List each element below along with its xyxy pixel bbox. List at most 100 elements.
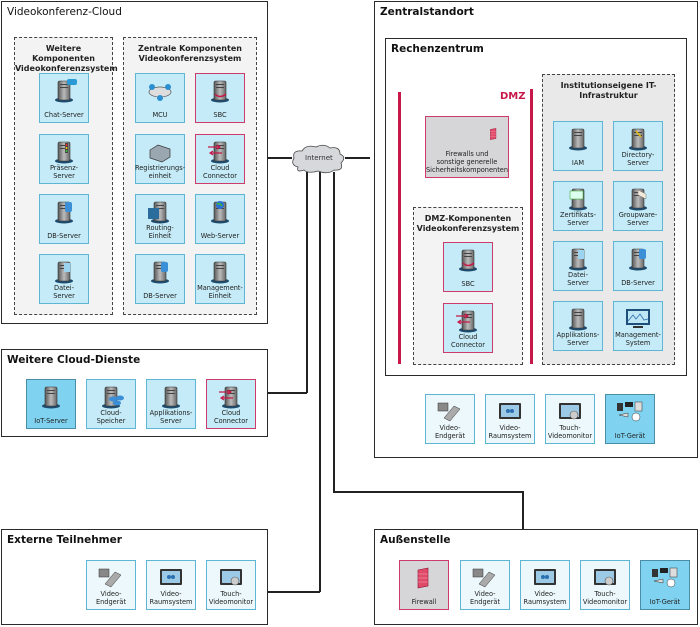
tile-label: Datei- Server bbox=[567, 271, 589, 287]
file-server-icon bbox=[564, 247, 592, 271]
tile-label: SBC bbox=[461, 280, 475, 288]
connector-internet-cloud-dienste-h bbox=[268, 392, 307, 394]
tile-label: Cloud Connector bbox=[213, 409, 248, 425]
aussenstelle-title: Außenstelle bbox=[380, 534, 451, 546]
registration-unit-icon bbox=[149, 144, 171, 163]
tile-touch-video-monitor-aussen[interactable]: Touch- Videomonitor bbox=[580, 560, 630, 610]
tile-management-unit[interactable]: Management- Einheit bbox=[195, 254, 245, 304]
connector-cloud-internet bbox=[268, 157, 292, 159]
database-server-icon bbox=[624, 247, 652, 271]
tile-iot-server[interactable]: IoT-Server bbox=[26, 379, 76, 429]
tile-groupware-server[interactable]: Groupware- Server bbox=[613, 181, 663, 231]
file-server-icon bbox=[50, 260, 78, 284]
tile-cloud-connector-dmz[interactable]: Cloud Connector bbox=[443, 303, 493, 353]
tile-label: Video- Endgerät bbox=[95, 590, 127, 606]
tile-firewall-aussen[interactable]: Firewall bbox=[399, 560, 449, 610]
tile-routing-unit[interactable]: Routing- Einheit bbox=[135, 194, 185, 244]
weitere-cloud-dienste-box: Weitere Cloud-Dienste IoT-Server Cloud- … bbox=[1, 349, 268, 437]
rechenzentrum-title: Rechenzentrum bbox=[391, 43, 484, 55]
connector-aussen-drop bbox=[522, 491, 524, 529]
dmz-right-boundary bbox=[530, 89, 533, 364]
tile-video-room-system-zentral[interactable]: Video- Raumsystem bbox=[485, 394, 535, 444]
internet-cloud-icon bbox=[292, 144, 345, 174]
tile-label: Directory- Server bbox=[621, 151, 655, 167]
routing-unit-icon bbox=[148, 200, 174, 224]
chat-server-icon bbox=[50, 79, 77, 103]
web-server-icon bbox=[206, 201, 234, 224]
zentralstandort-title: Zentralstandort bbox=[380, 6, 474, 18]
tile-sbc[interactable]: SBC bbox=[195, 73, 245, 123]
tile-touch-video-monitor[interactable]: Touch- Videomonitor bbox=[206, 560, 256, 610]
tile-video-endpoint[interactable]: Video- Endgerät bbox=[86, 560, 136, 610]
tile-label: IoT-Server bbox=[34, 417, 68, 425]
tile-directory-server[interactable]: Directory- Server bbox=[613, 121, 663, 171]
zentrale-komponenten-group: Zentrale Komponenten Videokonferenzsyste… bbox=[123, 37, 257, 315]
tile-db-server-it[interactable]: DB-Server bbox=[613, 241, 663, 291]
video-endpoint-icon bbox=[472, 568, 496, 588]
application-server-icon bbox=[157, 385, 185, 409]
tile-certificate-server[interactable]: Zertifikats- Server bbox=[553, 181, 603, 231]
tile-label: DB-Server bbox=[621, 279, 655, 287]
tile-label: Applikations- Server bbox=[556, 331, 600, 347]
firewall-icon bbox=[417, 567, 429, 589]
tile-iot-device-aussen[interactable]: IoT-Gerät bbox=[640, 560, 690, 610]
connector-internet-aussen-h bbox=[333, 491, 523, 493]
tile-video-endpoint-aussen[interactable]: Video- Endgerät bbox=[460, 560, 510, 610]
directory-server-icon bbox=[624, 127, 652, 151]
cloud-storage-icon bbox=[97, 385, 124, 409]
zentrale-komponenten-title: Zentrale Komponenten Videokonferenzsyste… bbox=[138, 44, 242, 63]
tile-label: Routing- Einheit bbox=[146, 224, 174, 240]
iot-server-icon bbox=[37, 385, 65, 409]
tile-label: Video- Raumsystem bbox=[488, 424, 532, 440]
tile-mcu[interactable]: MCU bbox=[135, 73, 185, 123]
weitere-komponenten-group: Weitere Komponenten Videokonferenzsystem… bbox=[14, 37, 118, 315]
video-room-system-icon bbox=[534, 569, 556, 585]
dmz-label: DMZ bbox=[500, 91, 526, 102]
zentralstandort-box: Zentralstandort Rechenzentrum DMZ Firewa… bbox=[374, 1, 698, 458]
tile-file-server-it[interactable]: Datei- Server bbox=[553, 241, 603, 291]
tile-video-endpoint-zentral[interactable]: Video- Endgerät bbox=[425, 394, 475, 444]
tile-db-server[interactable]: DB-Server bbox=[39, 194, 89, 244]
tile-iot-device-zentral[interactable]: IoT-Gerät bbox=[605, 394, 655, 444]
tile-db-server-central[interactable]: DB-Server bbox=[135, 254, 185, 304]
tile-label: Management- System bbox=[615, 331, 661, 347]
tile-sbc-dmz[interactable]: SBC bbox=[443, 242, 493, 292]
tile-video-room-system[interactable]: Video- Raumsystem bbox=[146, 560, 196, 610]
management-unit-icon bbox=[206, 260, 234, 284]
video-endpoint-icon bbox=[437, 402, 461, 422]
tile-file-server[interactable]: Datei- Server bbox=[39, 254, 89, 304]
presence-server-icon bbox=[50, 140, 78, 164]
tile-iam[interactable]: IAM bbox=[553, 121, 603, 171]
tile-management-system[interactable]: Management- System bbox=[613, 301, 663, 351]
iot-device-icon bbox=[652, 567, 678, 588]
connector-internet-extern-v bbox=[319, 172, 321, 592]
tile-cloud-connector-dienste[interactable]: Cloud Connector bbox=[206, 379, 256, 429]
tile-label: Video- Raumsystem bbox=[523, 590, 567, 606]
firewall-icon bbox=[490, 128, 497, 140]
tile-video-room-system-aussen[interactable]: Video- Raumsystem bbox=[520, 560, 570, 610]
tile-label: Präsenz- Server bbox=[49, 164, 79, 180]
tile-registration-unit[interactable]: Registrierungs- einheit bbox=[135, 134, 185, 184]
tile-application-server[interactable]: Applikations- Server bbox=[146, 379, 196, 429]
tile-cloud-connector[interactable]: Cloud Connector bbox=[195, 134, 245, 184]
tile-label: DB-Server bbox=[143, 292, 177, 300]
sbc-icon bbox=[206, 79, 234, 103]
management-system-icon bbox=[626, 309, 650, 328]
tile-cloud-storage[interactable]: Cloud- Speicher bbox=[86, 379, 136, 429]
tile-label: IAM bbox=[571, 159, 585, 167]
videokonferenz-cloud-box: Videokonferenz-Cloud Weitere Komponenten… bbox=[1, 1, 268, 324]
tile-application-server-it[interactable]: Applikations- Server bbox=[553, 301, 603, 351]
tile-label: Touch- Videomonitor bbox=[582, 590, 628, 606]
iam-server-icon bbox=[564, 127, 592, 151]
tile-label: Management- Einheit bbox=[197, 284, 243, 300]
touch-video-monitor-icon bbox=[220, 569, 242, 586]
tile-presence-server[interactable]: Präsenz- Server bbox=[39, 134, 89, 184]
tile-label: IoT-Gerät bbox=[649, 598, 681, 606]
tile-chat-server[interactable]: Chat-Server bbox=[39, 73, 89, 123]
tile-firewalls[interactable]: Firewalls und sonstige generelle Sicherh… bbox=[425, 116, 509, 178]
video-room-system-icon bbox=[499, 403, 521, 419]
it-infrastruktur-title: Institutionseigene IT- Infrastruktur bbox=[560, 81, 657, 100]
cloud-connector-icon bbox=[219, 385, 245, 409]
tile-web-server[interactable]: Web-Server bbox=[195, 194, 245, 244]
tile-touch-video-monitor-zentral[interactable]: Touch- Videomonitor bbox=[545, 394, 595, 444]
